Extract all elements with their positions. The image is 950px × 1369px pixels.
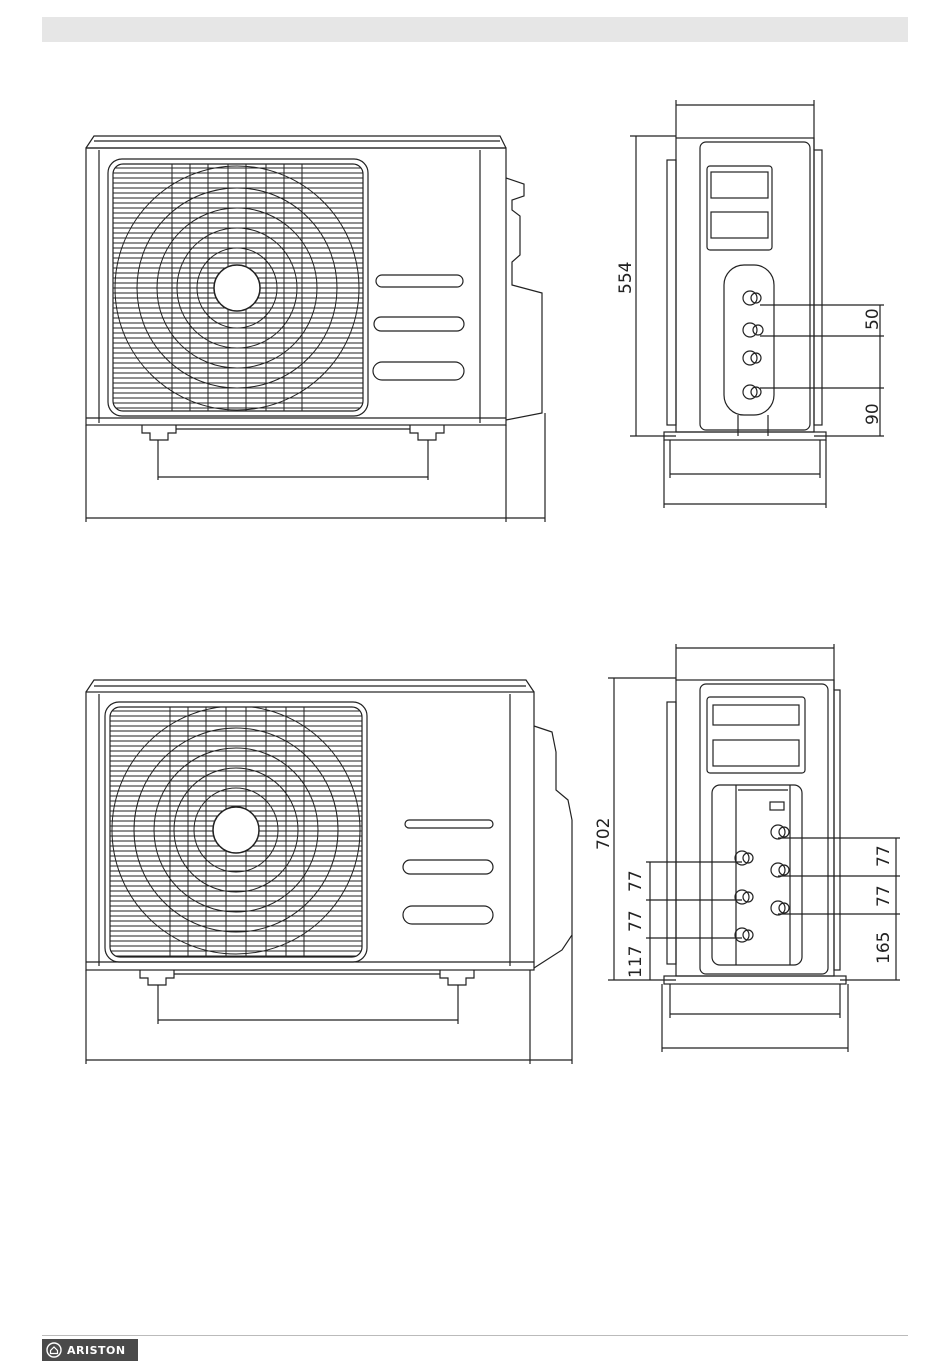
unit1-pipe-bottom-label: 90: [863, 403, 883, 425]
unit1-pipe-spacing-label: 50: [863, 308, 883, 330]
brand-logo: ARISTON: [42, 1339, 138, 1361]
brand-name: ARISTON: [67, 1344, 126, 1357]
unit2-right-spacing-upper-label: 77: [874, 845, 894, 867]
footer-divider: [42, 1335, 908, 1336]
unit2-fan-hub: [213, 807, 259, 853]
unit1-height-label: 554: [616, 262, 636, 294]
unit2-right-spacing-lower-label: 77: [874, 885, 894, 907]
unit1-front-view: [86, 136, 545, 522]
unit2-left-bottom-label: 117: [626, 946, 646, 978]
unit2-left-spacing-upper-label: 77: [626, 870, 646, 892]
house-icon: [46, 1342, 62, 1358]
unit2-height-label: 702: [594, 818, 614, 850]
unit2-side-view: [608, 644, 900, 1052]
unit1-side-view: [630, 100, 884, 508]
unit2-left-spacing-lower-label: 77: [626, 910, 646, 932]
unit1-fan-hub: [214, 265, 260, 311]
unit2-right-bottom-label: 165: [874, 932, 894, 964]
